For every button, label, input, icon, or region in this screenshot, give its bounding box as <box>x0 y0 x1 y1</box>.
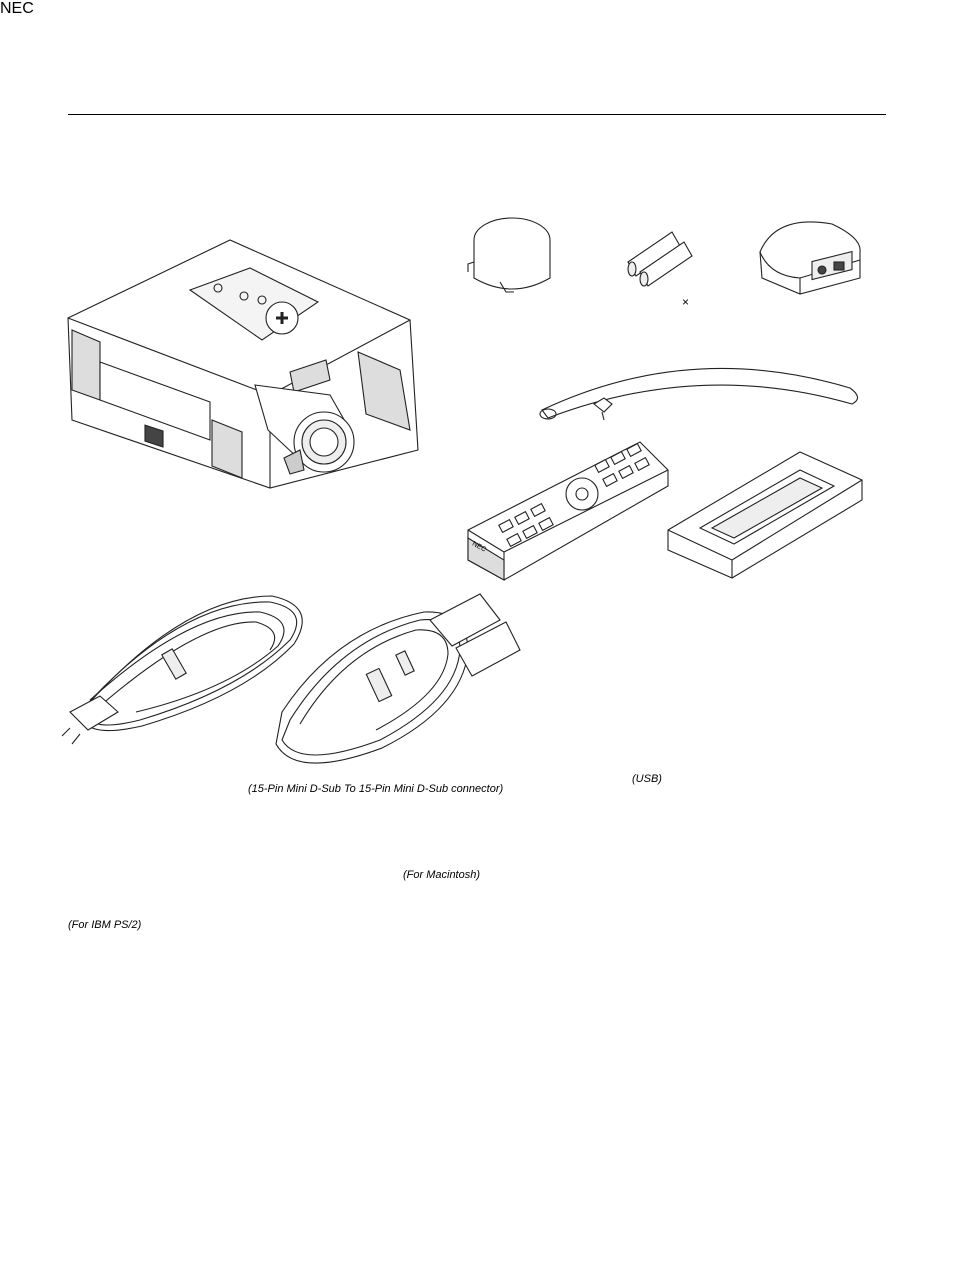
power-button-icon <box>213 283 223 293</box>
remote-control-illustration: NEC <box>467 441 669 581</box>
battery-multiplier: × <box>682 295 689 309</box>
usb-cable-caption: (USB) <box>632 773 662 785</box>
vga-cable-caption: (15-Pin Mini D-Sub To 15-Pin Mini D-Sub … <box>248 783 504 795</box>
header-rule <box>68 114 886 115</box>
remote-mouse-receiver-illustration <box>759 221 861 295</box>
batteries-illustration <box>627 231 693 287</box>
case-brand-label: NEC <box>0 0 34 17</box>
projector-illustration <box>67 239 419 489</box>
power-cord-illustration <box>61 595 303 745</box>
mac-cable-caption: (For Macintosh) <box>403 869 481 881</box>
remote-holder-illustration <box>667 451 863 579</box>
carrying-case-illustration: NEC <box>0 0 34 17</box>
vga-cable-illustration <box>275 593 521 764</box>
ps2-cable-caption: (For IBM PS/2) <box>68 919 142 931</box>
lens-cap-illustration <box>467 217 551 293</box>
remote-strap-illustration <box>539 367 859 421</box>
